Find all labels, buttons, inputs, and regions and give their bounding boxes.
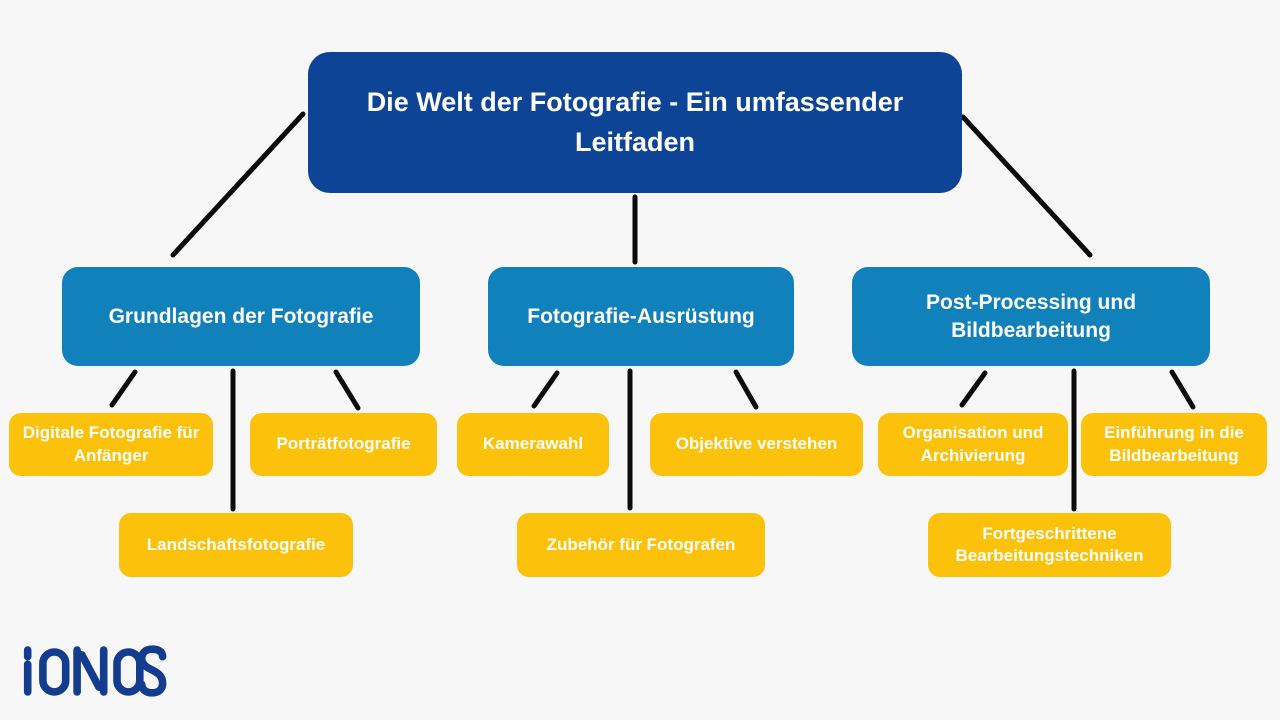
branch-label: Grundlagen der Fotografie <box>108 304 374 328</box>
leaf-label: Einführung in die Bildbearbeitung <box>1104 423 1244 465</box>
edge-root-grundlagen <box>170 111 306 258</box>
node-portraetfotografie: Porträtfotografie <box>250 413 437 476</box>
leaf-label: Digitale Fotografie für Anfänger <box>22 423 200 465</box>
ionos-logo-icon <box>23 645 167 697</box>
node-root-label: Die Welt der Fotografie - Ein umfassende… <box>366 87 904 157</box>
node-einfuehrung-in-die-bildbearbeitung: Einführung in die Bildbearbeitung <box>1081 413 1267 476</box>
node-landschaftsfotografie: Landschaftsfotografie <box>119 513 353 577</box>
node-kamerawahl: Kamerawahl <box>457 413 609 476</box>
branch-label: Post-Processing und Bildbearbeitung <box>925 291 1137 342</box>
leaf-label: Porträtfotografie <box>276 434 411 454</box>
node-organisation-und-archivierung: Organisation und Archivierung <box>878 413 1068 476</box>
leaf-label: Kamerawahl <box>482 434 584 454</box>
ionos-logo <box>22 644 174 698</box>
node-grundlagen-der-fotografie: Grundlagen der Fotografie <box>62 267 420 366</box>
leaf-label: Objektive verstehen <box>675 434 838 454</box>
node-fotografie-ausruestung: Fotografie-Ausrüstung <box>488 267 794 366</box>
edge-postprocessing-einfuehrung <box>1169 369 1196 410</box>
node-root: Die Welt der Fotografie - Ein umfassende… <box>308 52 962 193</box>
node-objektive-verstehen: Objektive verstehen <box>650 413 863 476</box>
edge-grundlagen-portraet <box>333 369 361 411</box>
edge-ausruestung-kamerawahl <box>531 370 560 409</box>
branch-label: Fotografie-Ausrüstung <box>527 304 755 328</box>
node-fortgeschrittene-bearbeitungstechniken: Fortgeschrittene Bearbeitungstechniken <box>928 513 1171 577</box>
edge-grundlagen-digitale <box>109 369 138 408</box>
node-post-processing-und-bildbearbeitung: Post-Processing und Bildbearbeitung <box>852 267 1210 366</box>
leaf-label: Zubehör für Fotografen <box>546 534 736 554</box>
edge-ausruestung-objektive <box>733 369 759 410</box>
leaf-label: Organisation und Archivierung <box>902 423 1044 465</box>
leaf-label: Fortgeschrittene Bearbeitungstechniken <box>955 523 1144 565</box>
edge-root-postprocessing <box>960 114 1093 258</box>
edge-postprocessing-organisation <box>959 370 988 408</box>
node-zubehoer-fuer-fotografen: Zubehör für Fotografen <box>517 513 765 577</box>
leaf-label: Landschaftsfotografie <box>146 534 326 554</box>
node-digitale-fotografie-fuer-anfaenger: Digitale Fotografie für Anfänger <box>9 413 213 476</box>
